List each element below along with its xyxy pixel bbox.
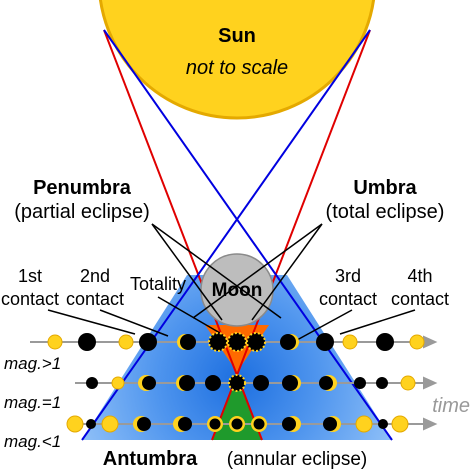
- mag-gt1-label: mag.>1: [4, 354, 61, 373]
- phase-disc: [316, 333, 334, 351]
- totality-label: Totality: [130, 274, 186, 294]
- scale-note: not to scale: [186, 57, 288, 79]
- moon-label: Moon: [212, 280, 263, 301]
- contact1-label-a: 1st: [18, 266, 42, 286]
- phase-disc: [66, 415, 84, 433]
- phase-disc: [231, 418, 243, 430]
- phase-disc: [118, 334, 134, 350]
- partial-eclipse-label: (partial eclipse): [14, 201, 150, 223]
- phase-disc: [282, 417, 296, 431]
- phase-disc: [139, 333, 157, 351]
- phase-disc: [137, 417, 151, 431]
- phase-disc: [142, 376, 156, 390]
- contact3-label-a: 3rd: [335, 266, 361, 286]
- contact2-label-a: 2nd: [80, 266, 110, 286]
- phase-disc: [227, 332, 247, 352]
- phase-disc: [280, 334, 296, 350]
- phase-disc: [342, 334, 358, 350]
- contact4-label-a: 4th: [407, 266, 432, 286]
- row-mag-eq1: [86, 374, 416, 392]
- phase-disc: [208, 332, 228, 352]
- phase-disc: [355, 415, 373, 433]
- phase-disc: [354, 377, 366, 389]
- mag-lt1-label: mag.<1: [4, 432, 61, 451]
- phase-disc: [282, 375, 298, 391]
- annular-eclipse-label: (annular eclipse): [227, 449, 367, 470]
- row-mag-gt1: [47, 332, 425, 352]
- phase-disc: [228, 374, 246, 392]
- phase-disc: [409, 334, 425, 350]
- phase-disc: [253, 418, 265, 430]
- contact4-label-b: contact: [391, 289, 449, 309]
- sun-disc: [98, 0, 376, 120]
- phase-disc: [178, 417, 192, 431]
- phase-disc: [323, 417, 337, 431]
- antumbra-label: Antumbra: [103, 448, 198, 470]
- light-rays: [81, 29, 393, 441]
- contact3-label-b: contact: [319, 289, 377, 309]
- contact1-label-b: contact: [1, 289, 59, 309]
- phase-disc: [86, 377, 98, 389]
- phase-disc: [101, 415, 119, 433]
- phase-disc: [111, 376, 125, 390]
- phase-disc: [376, 333, 394, 351]
- pointer-lines: [47, 223, 416, 341]
- phase-disc: [319, 376, 333, 390]
- total-eclipse-label: (total eclipse): [326, 201, 445, 223]
- phase-disc: [78, 333, 96, 351]
- phase-disc: [378, 419, 388, 429]
- row-mag-lt1: [66, 415, 409, 433]
- phase-disc: [400, 375, 416, 391]
- penumbra-label: Penumbra: [33, 177, 132, 199]
- phase-disc: [205, 375, 221, 391]
- umbra-label: Umbra: [353, 177, 417, 199]
- phase-disc: [180, 334, 196, 350]
- phase-disc: [391, 415, 409, 433]
- sun-label: Sun: [218, 25, 256, 47]
- phase-disc: [376, 377, 388, 389]
- phase-disc: [47, 334, 63, 350]
- time-label: time: [432, 395, 470, 417]
- contact2-label-b: contact: [66, 289, 124, 309]
- mag-eq1-label: mag.=1: [4, 393, 61, 412]
- phase-disc: [209, 418, 221, 430]
- phase-disc: [246, 332, 266, 352]
- phase-disc: [179, 375, 195, 391]
- phase-disc: [253, 375, 269, 391]
- phase-disc: [86, 419, 96, 429]
